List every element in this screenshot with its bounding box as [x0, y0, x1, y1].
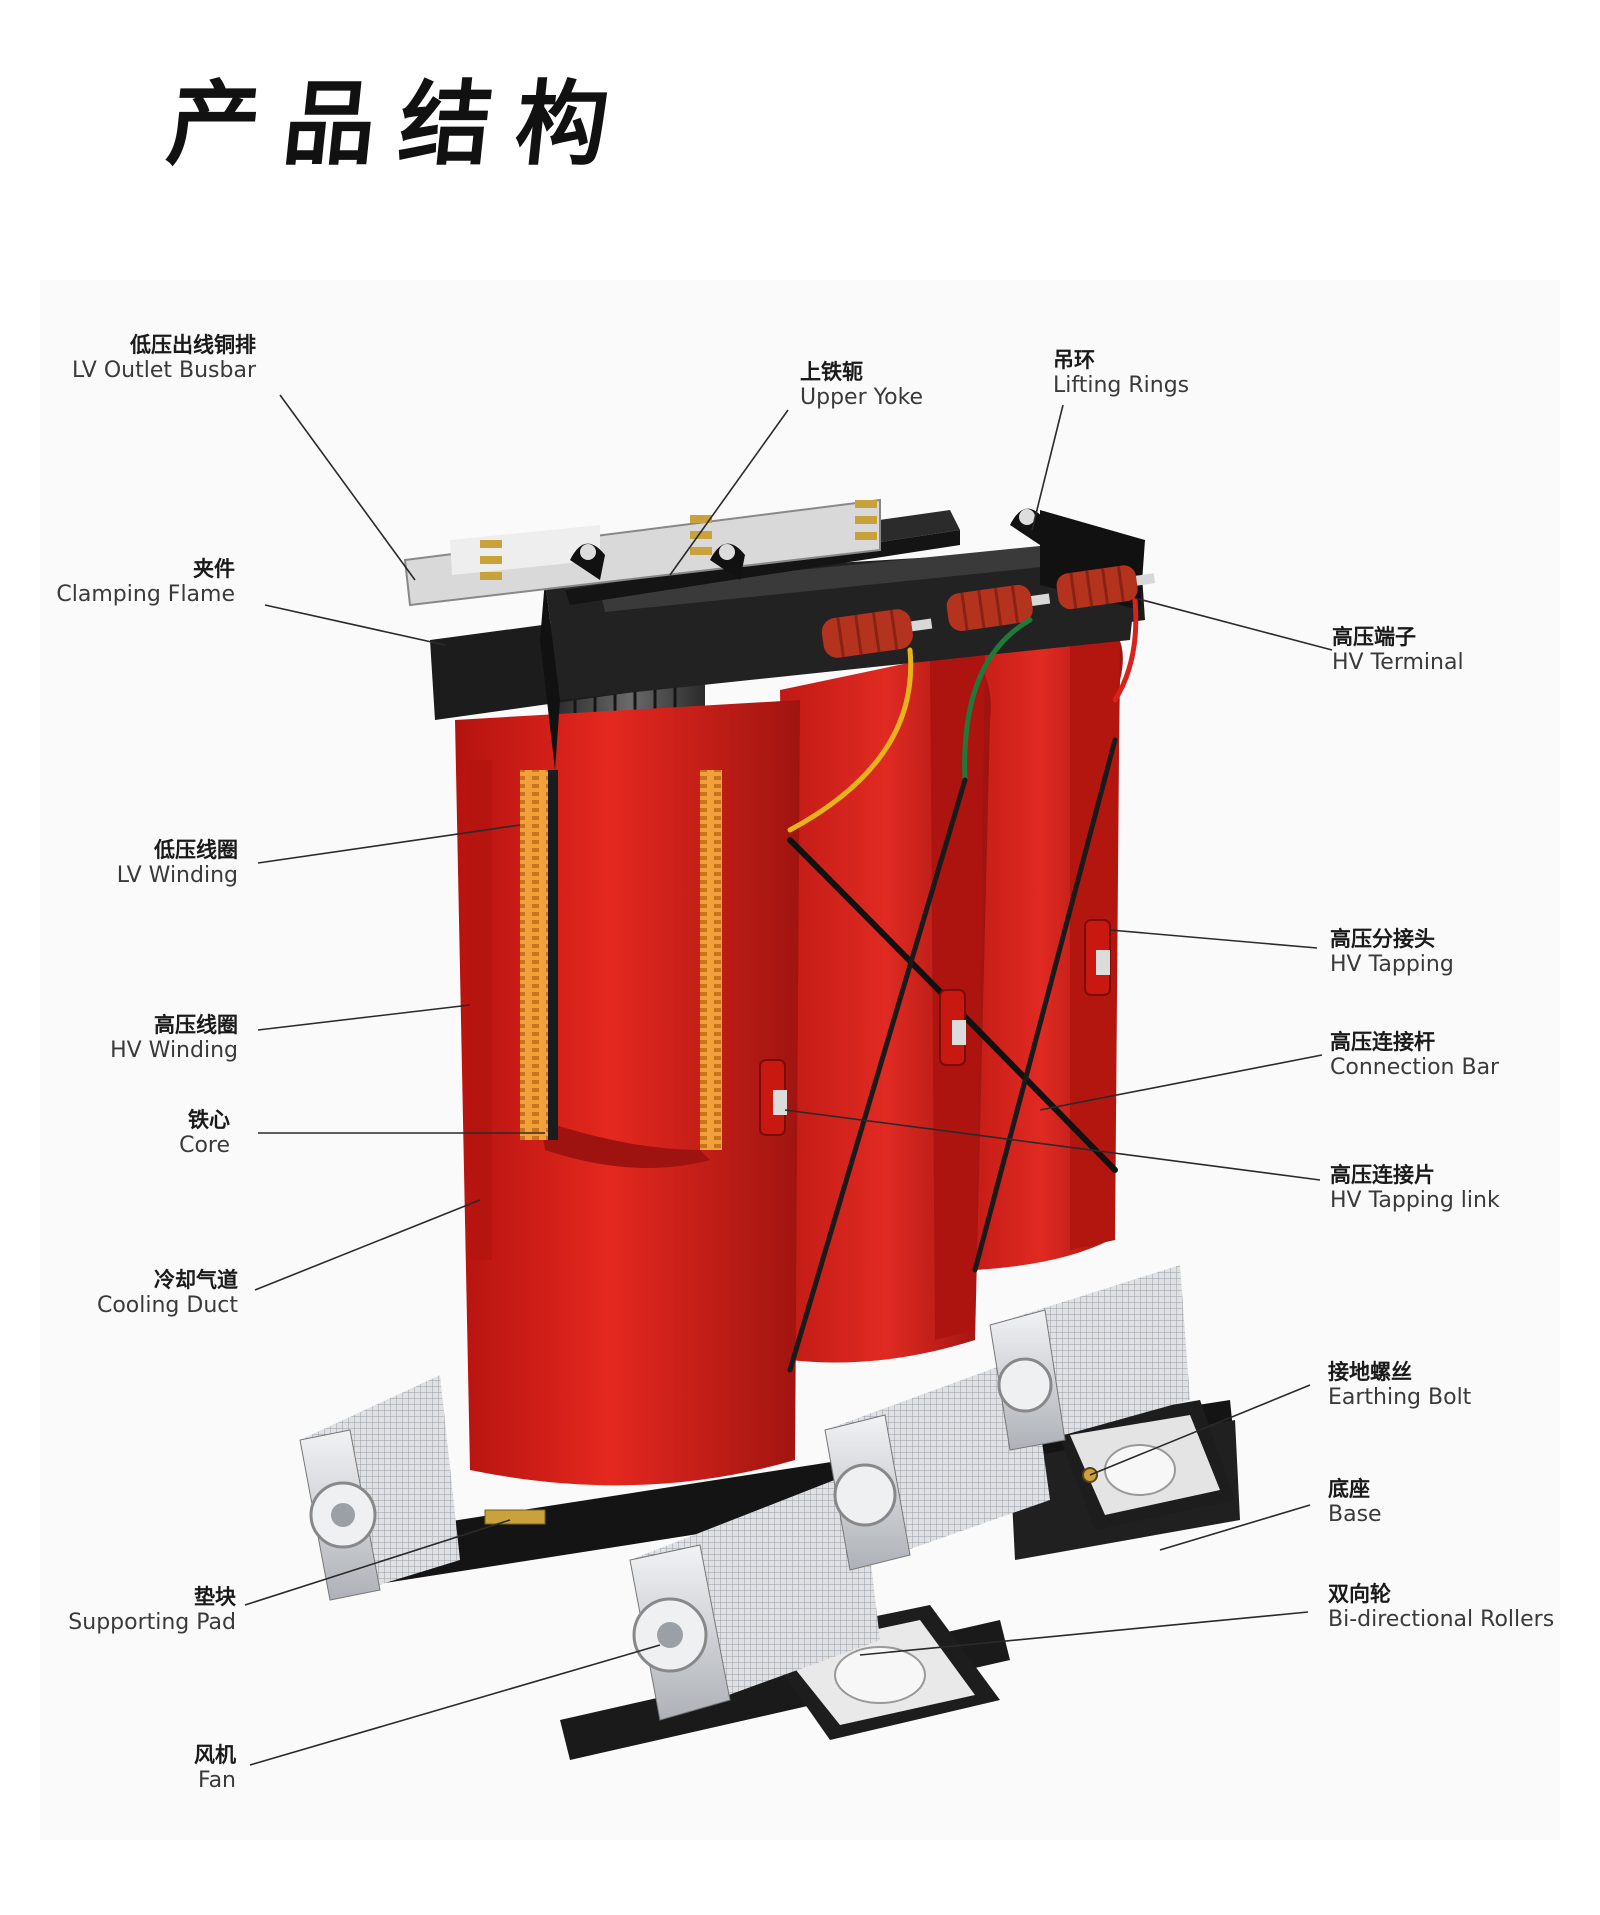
label-zh: 底座 [1328, 1477, 1370, 1501]
label-zh: 吊环 [1053, 348, 1095, 372]
lifting-rings [570, 508, 1045, 580]
label-zh: 低压线圈 [154, 838, 238, 862]
label-en: LV Winding [116, 863, 238, 889]
label-cooling-duct: 冷却气道 Cooling Duct [97, 1268, 238, 1320]
label-en: LV Outlet Busbar [71, 358, 256, 384]
label-zh: 高压连接杆 [1330, 1030, 1435, 1054]
label-zh: 上铁轭 [800, 360, 863, 384]
label-zh: 高压线圈 [154, 1013, 238, 1037]
label-bi-directional-rollers: 双向轮 Bi-directional Rollers [1328, 1582, 1554, 1634]
label-en: Cooling Duct [96, 1293, 238, 1319]
label-zh: 夹件 [193, 557, 235, 581]
lv-outlet-busbar [403, 498, 881, 607]
label-en: Clamping Flame [56, 582, 235, 608]
label-en: Base [1328, 1502, 1382, 1528]
leader-lines [244, 394, 1333, 1766]
fan [299, 1265, 1190, 1721]
label-en: HV Terminal [1332, 650, 1464, 676]
label-en: Connection Bar [1330, 1055, 1500, 1081]
label-hv-winding: 高压线圈 HV Winding [110, 1013, 238, 1065]
label-zh: 风机 [194, 1743, 236, 1767]
hv-winding-front-coil [455, 700, 800, 1486]
label-en: Upper Yoke [800, 385, 924, 411]
label-base: 底座 Base [1328, 1477, 1382, 1529]
label-zh: 高压连接片 [1330, 1163, 1435, 1187]
label-lifting-rings: 吊环 Lifting Rings [1053, 348, 1189, 400]
label-en: Bi-directional Rollers [1328, 1607, 1555, 1633]
label-lv-outlet-busbar: 低压出线铜排 LV Outlet Busbar [72, 333, 256, 385]
label-zh: 低压出线铜排 [130, 333, 256, 357]
label-supporting-pad: 垫块 Supporting Pad [68, 1585, 236, 1637]
cooling-duct [470, 760, 492, 1260]
connection-bar [787, 597, 1139, 1373]
label-en: Core [179, 1133, 230, 1159]
label-en: Earthing Bolt [1328, 1385, 1472, 1411]
label-zh: 高压分接头 [1330, 927, 1435, 951]
label-en: HV Tapping link [1330, 1188, 1500, 1214]
label-en: HV Tapping [1330, 952, 1454, 978]
label-clamping-flame: 夹件 Clamping Flame [56, 557, 235, 609]
label-lv-winding: 低压线圈 LV Winding [117, 838, 238, 890]
label-connection-bar: 高压连接杆 Connection Bar [1330, 1030, 1499, 1082]
label-fan: 风机 Fan [194, 1743, 236, 1795]
hv-tapping-link [773, 950, 1110, 1115]
supporting-pad [484, 1509, 546, 1525]
label-zh: 铁心 [188, 1108, 230, 1132]
label-zh: 垫块 [194, 1585, 236, 1609]
label-hv-terminal: 高压端子 HV Terminal [1332, 625, 1464, 677]
hv-terminal [821, 565, 1156, 658]
label-hv-tapping: 高压分接头 HV Tapping [1330, 927, 1454, 979]
label-en: HV Winding [110, 1038, 238, 1064]
label-en: Fan [197, 1768, 236, 1794]
label-zh: 冷却气道 [154, 1268, 238, 1292]
label-earthing-bolt: 接地螺丝 Earthing Bolt [1328, 1360, 1471, 1412]
label-en: Supporting Pad [68, 1610, 236, 1636]
lv-winding [520, 770, 722, 1150]
label-hv-tapping-link: 高压连接片 HV Tapping link [1330, 1163, 1500, 1215]
label-zh: 高压端子 [1332, 625, 1416, 649]
bi-directional-rollers [760, 1400, 1235, 1740]
label-upper-yoke: 上铁轭 Upper Yoke [800, 360, 923, 412]
label-zh: 双向轮 [1328, 1582, 1391, 1606]
label-en: Lifting Rings [1053, 373, 1190, 399]
label-zh: 接地螺丝 [1328, 1360, 1412, 1384]
label-core: 铁心 Core [179, 1108, 230, 1160]
